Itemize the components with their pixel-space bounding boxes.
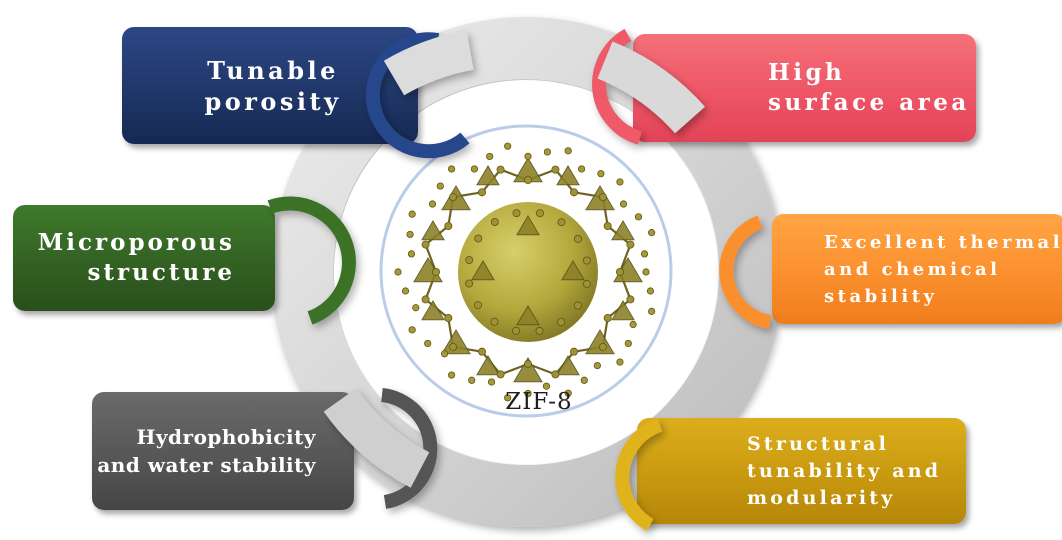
- feature-box-high-surface-area: High surface area: [633, 34, 976, 142]
- feature-text: Tunable: [204, 55, 342, 86]
- feature-text: structure: [87, 258, 235, 288]
- feature-text: Structural: [747, 431, 889, 458]
- feature-text: stability: [824, 283, 937, 310]
- feature-text: tunability and: [747, 458, 941, 485]
- feature-box-hydrophobicity: Hydrophobicity and water stability: [92, 392, 354, 510]
- feature-box-structural-tunability: Structural tunability and modularity: [637, 418, 966, 524]
- feature-text: Hydrophobicity: [137, 423, 316, 451]
- feature-text: modularity: [747, 485, 895, 512]
- feature-text: High: [768, 58, 845, 88]
- feature-box-thermal-chemical-stability: Excellent thermal and chemical stability: [772, 214, 1062, 324]
- feature-text: Excellent thermal: [824, 229, 1062, 256]
- feature-text: Microporous: [38, 228, 235, 258]
- feature-box-tunable-porosity: Tunable porosity: [122, 27, 418, 144]
- feature-text: porosity: [204, 86, 342, 117]
- feature-text: and water stability: [97, 451, 316, 479]
- center-label: ZIF-8: [489, 389, 589, 419]
- feature-text: surface area: [768, 88, 970, 118]
- feature-text: and chemical: [824, 256, 1000, 283]
- feature-box-microporous-structure: Microporous structure: [13, 205, 275, 311]
